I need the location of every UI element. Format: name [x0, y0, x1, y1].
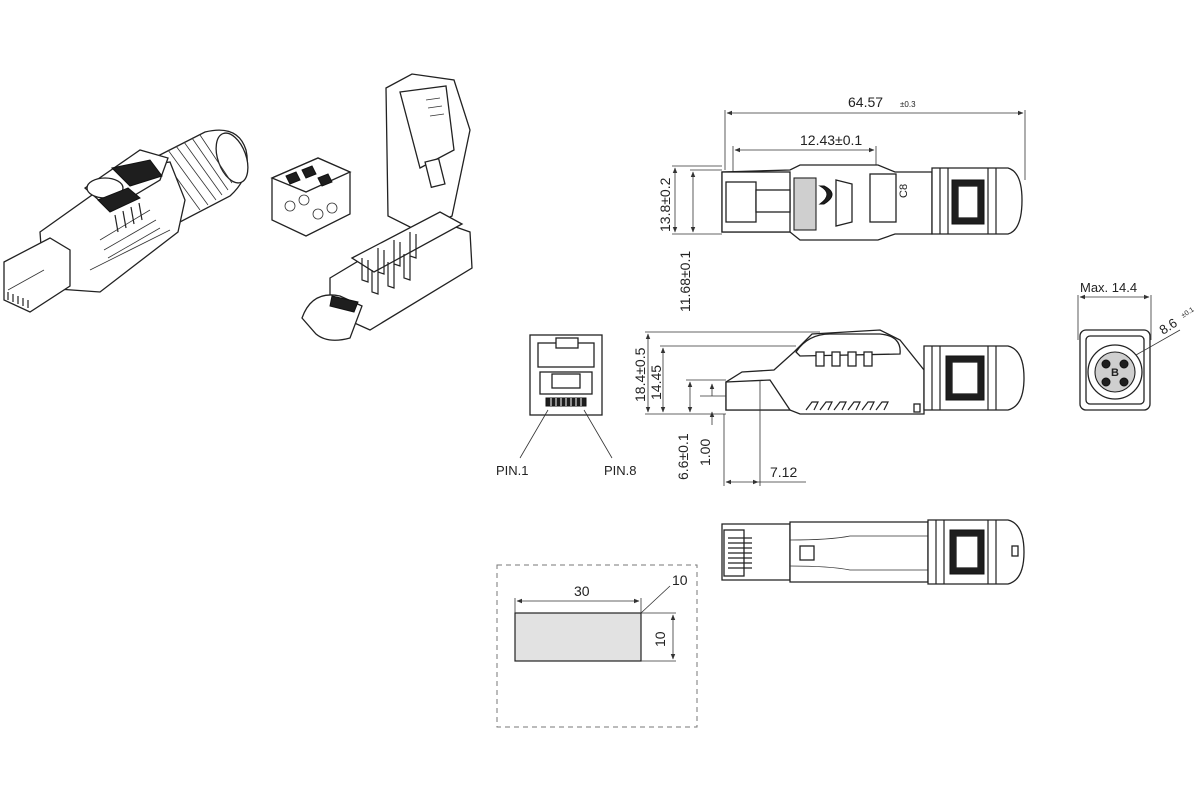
pin8-label: PIN.8: [604, 463, 637, 478]
iso-connector-assembled: [3, 129, 249, 313]
dim-front-length: 12.43±0.1: [800, 132, 862, 148]
dim-height-body: 14.45: [648, 365, 664, 400]
dim-nose-length: 7.12: [770, 464, 797, 480]
bottom-view-drawing: [721, 519, 1025, 585]
dim-overall-length: 64.57: [848, 94, 883, 110]
iso-wire-manager: [270, 157, 352, 237]
dim-max-width: Max. 14.4: [1080, 280, 1137, 295]
dim-cable-diameter: 8.6: [1156, 315, 1179, 337]
end-mark: B: [1111, 367, 1119, 379]
dim-label-height: 10: [652, 631, 668, 647]
dim-height-top: 13.8±0.2: [657, 177, 673, 232]
dim-step: 1.00: [697, 439, 713, 466]
top-view-drawing: C8: [672, 110, 1026, 241]
dim-width-top: 11.68±0.1: [677, 251, 693, 312]
dim-label-offset: 10: [672, 572, 688, 588]
dim-cable-diameter-tol: ±0.1: [1180, 306, 1195, 319]
side-view-drawing: [645, 329, 1025, 486]
label-area-drawing: [496, 564, 698, 728]
dim-overall-length-tol: ±0.3: [900, 100, 916, 109]
end-view-drawing: B: [1077, 294, 1181, 411]
dim-height-side: 18.4±0.5: [632, 347, 648, 402]
front-view-drawing: [519, 334, 613, 459]
dim-latch-height: 6.6±0.1: [675, 433, 691, 480]
body-mark-top: C8: [898, 184, 910, 198]
iso-connector-open: [301, 73, 473, 341]
pin1-label: PIN.1: [496, 463, 529, 478]
dim-label-width: 30: [574, 583, 590, 599]
